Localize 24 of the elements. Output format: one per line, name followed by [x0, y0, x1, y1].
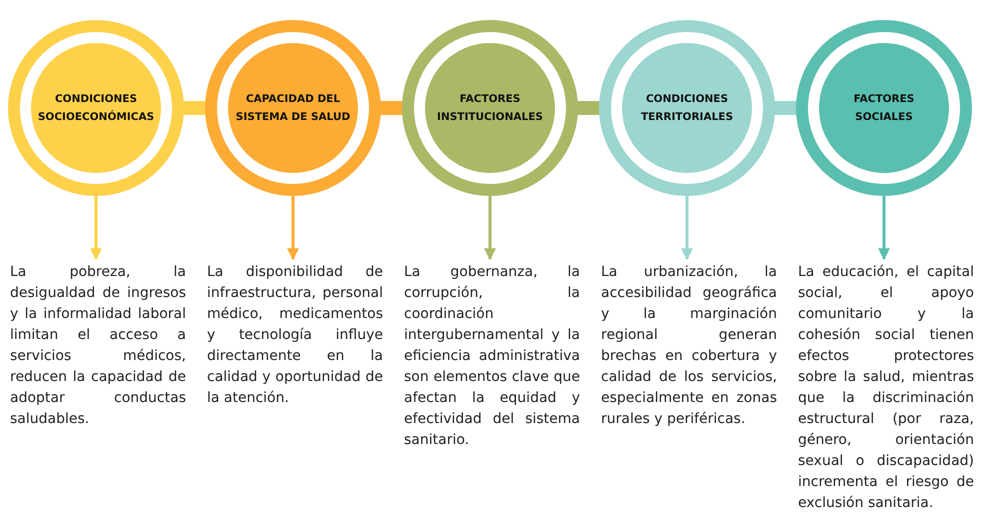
connector-bar	[576, 101, 601, 115]
node-label: CONDICIONES SOCIOECONÓMICAS	[37, 92, 155, 125]
arrow	[90, 196, 102, 260]
node-label: CONDICIONES TERRITORIALES	[640, 92, 734, 125]
circle-node	[796, 20, 972, 196]
description-text: La pobreza, la desigualdad de ingresos y la informalidad laboral limitan el acceso a servicios médicos, reducen la capacidad de adoptar conductas saludables.	[10, 262, 186, 430]
description-text: La disponibilidad de infraestructura, personal médico, medicamentos y tecnología influye directamente en la calidad y oportunidad de la atención.	[207, 262, 383, 409]
node-label: FACTORES SOCIALES	[852, 92, 916, 125]
circle-node	[402, 20, 578, 196]
circle-node	[205, 20, 381, 196]
arrow	[878, 196, 890, 260]
arrow	[681, 196, 693, 260]
arrow	[484, 196, 496, 260]
description-text: La gobernanza, la corrupción, la coordinación intergubernamental y la eficiencia administrativa son elementos clave que afectan la equidad y efectividad del sistema sanitario.	[404, 262, 580, 451]
description-text: La educación, el capital social, el apoyo comunitario y la cohesión social tienen efectos protectores sobre la salud, mientras que la discriminación estructural (por raza, género, orientación sexual o discapacidad) incrementa el riesgo de exclusión sanitaria.	[798, 262, 974, 514]
description-text: La urbanización, la accesibilidad geográfica y la marginación regional generan brechas en cobertura y calidad de los servicios, especialmente en zonas rurales y periféricas.	[601, 262, 777, 430]
circle-node	[599, 20, 775, 196]
node-label: FACTORES INSTITUCIONALES	[436, 92, 544, 125]
node-label: CAPACIDAD DEL SISTEMA DE SALUD	[234, 92, 352, 125]
connector-bar	[379, 101, 404, 115]
circle-node	[8, 20, 184, 196]
connector-bar	[182, 101, 207, 115]
connector-bar	[773, 101, 798, 115]
arrow	[287, 196, 299, 260]
